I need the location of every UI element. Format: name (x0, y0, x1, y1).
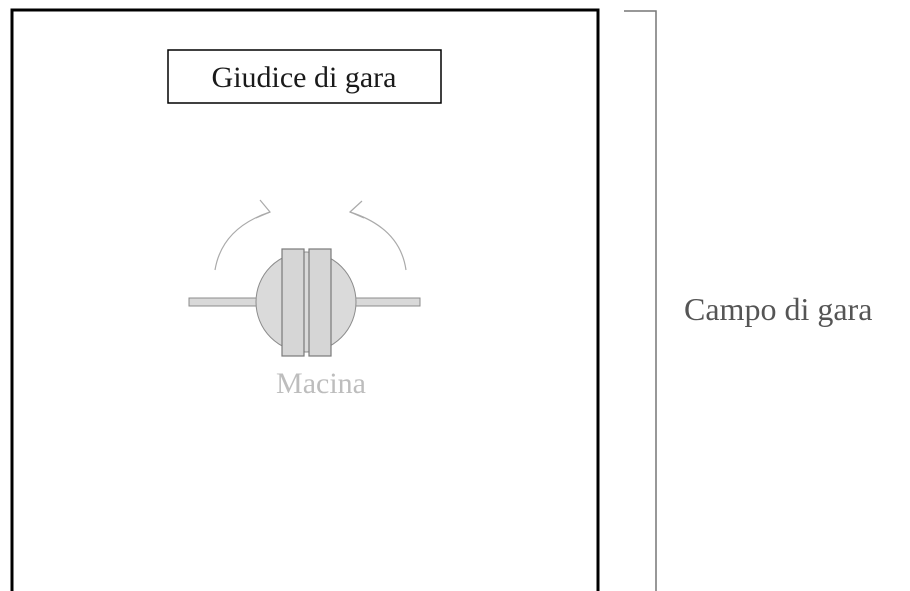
judge-box-frame (167, 49, 442, 104)
rotation-arrow-left-head (255, 199, 271, 219)
mill-stone (255, 251, 357, 353)
rotation-arrows (214, 199, 407, 271)
rotation-arrow-right-head (348, 200, 365, 219)
judge-label: Giudice di gara (212, 61, 397, 94)
rotation-arrow-left (214, 211, 271, 271)
mill-plate-left (281, 248, 305, 357)
field-bracket (624, 10, 657, 591)
field-boundary (10, 8, 600, 591)
rotation-arrow-right (349, 211, 407, 271)
field-label: Campo di gara (684, 291, 872, 327)
mill-label: Macina (276, 367, 366, 400)
mill-plate-right (308, 248, 332, 357)
mill-icon (188, 248, 421, 357)
judge-box: Giudice di gara (167, 49, 442, 104)
